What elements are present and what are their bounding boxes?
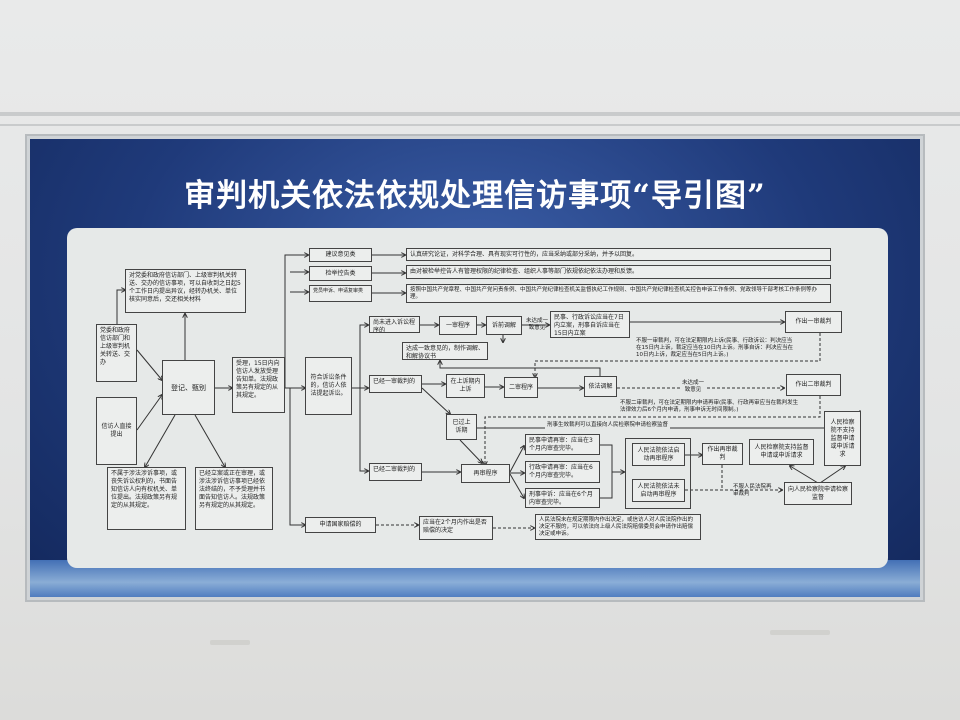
mediation-box: 依法调解 [584, 376, 617, 397]
no-agreement-label: 未达成一致意见 [525, 318, 548, 331]
admin-retrial-box: 行政申请再审：应当在6个月内审查完毕。 [525, 461, 600, 483]
court-start-retrial-box: 人民法院依法启动再审程序 [632, 443, 685, 466]
agreement-box: 达成一致意见的，制作调解、和解协议书 [402, 342, 488, 360]
litigation-box: 符合诉讼条件的，信访人依法提起诉讼。 [305, 357, 352, 415]
past-appeal-period-box: 已过上诉期 [446, 414, 477, 440]
procuratorate-support-box: 人民检察院支持监督申请或申诉请求 [749, 439, 814, 465]
poster-title: 审判机关依法依规处理信访事项“导引图” [184, 178, 766, 214]
procuratorate-reject-box: 人民检察院不支持监督申请或申诉请求 [824, 411, 861, 466]
retrial-procedure-box: 再审程序 [461, 464, 510, 483]
direct-petition-box: 信访人直接提出 [96, 397, 137, 465]
first-instance-box: 一审程序 [439, 316, 477, 335]
category-report: 检举控告类 [309, 266, 372, 281]
transferred-source-box: 党委和政府信访部门和上级审判机关转送、交办 [96, 324, 137, 382]
category-party-appeal: 党员申诉、申请复审类 [309, 285, 372, 302]
second-instance-box: 二审程序 [504, 377, 538, 398]
after-second-judgment-box: 已经二审裁判的 [369, 463, 422, 481]
second-judgment-box: 作出二审裁判 [786, 374, 841, 396]
wall-rail [0, 112, 960, 116]
not-in-procedure-box: 尚未进入诉讼程序的 [369, 316, 420, 333]
not-litigation-box: 不属于涉法涉诉事项，或丧失诉讼权利的，书面告知信访人向有权机关、单位提出。法规政… [107, 467, 186, 530]
pre-mediation-box: 诉前调解 [486, 316, 522, 335]
criminal-supervision-note: 刑事生效裁判可以直接向人民检察院申请检察监督 [545, 422, 671, 429]
appeal-note: 不服一审裁判，可在法定期限内上诉(民事、行政诉讼：判决应当在15日内上诉，裁定应… [636, 338, 793, 358]
not-satisfied-label: 不服人民法院再审裁判 [733, 484, 772, 497]
already-filed-box: 已经立案或正在审理，或涉法涉诉信访事项已经依法终结的，不予受理并书面告知信访人。… [195, 467, 273, 530]
after-first-judgment-box: 已经一审裁判的 [369, 375, 422, 393]
report-handling: 由对被检举控告人有管理权限的纪律检查、组织人事等部门依规依纪依法办理和反馈。 [406, 265, 831, 279]
transfer-objection-box: 对党委和政府信访部门、上级审判机关转送、交办的信访事项，可以自收到之日起5个工作… [125, 269, 246, 313]
party-appeal-handling: 按照中国共产党章程、中国共产党问责条例、中国共产党纪律检查机关监督执纪工作规则、… [406, 284, 831, 303]
retrial-judgment-box: 作出再审裁判 [702, 443, 743, 465]
court-decision-group [625, 438, 691, 509]
civil-retrial-box: 民事申请再审：应当在3个月内审查完毕。 [525, 434, 600, 455]
wall-stain [770, 630, 830, 635]
compensation-appeal-box: 人民法院未在规定期限内作出决定，或信访人对人民法院作出的决定不服的，可以依法向上… [535, 514, 701, 540]
filing-deadline-box: 民事、行政诉讼应当在7日内立案，刑事自诉应当在15日内立案 [550, 311, 630, 338]
first-judgment-box: 作出一审裁判 [785, 311, 842, 333]
no-agreement-label-2: 未达成一致意见 [680, 380, 706, 394]
register-screen-box: 登记、甄别 [162, 360, 215, 415]
criminal-appeal-box: 刑事申诉：应当在6个月内审查完毕。 [525, 488, 600, 508]
compensation-apply-box: 申请国家赔偿的 [305, 517, 376, 533]
retrial-note: 不服二审裁判，可在法定期限内申请再审(民事、行政再审应当在裁判发生法律效力后6个… [620, 400, 799, 413]
wall-stain [210, 640, 250, 645]
suggestion-handling: 认真研究论证，对科学合理、具有现实可行性的，应当采纳或部分采纳，并予以回复。 [406, 248, 831, 261]
apply-supervision-box: 向人民检察院申请检察监督 [784, 482, 852, 505]
accept-box: 受理，15日内向信访人发放受理告知单。法规政策另有规定的从其规定。 [232, 357, 285, 413]
wall-rail [0, 124, 960, 126]
court-not-start-retrial-box: 人民法院依法未启动再审程序 [632, 479, 685, 502]
category-suggestion: 建议意见类 [309, 248, 372, 262]
in-appeal-period-box: 在上诉期内上诉 [446, 374, 485, 398]
compensation-deadline-box: 应当在2个月内作出是否赔偿的决定 [419, 516, 493, 540]
